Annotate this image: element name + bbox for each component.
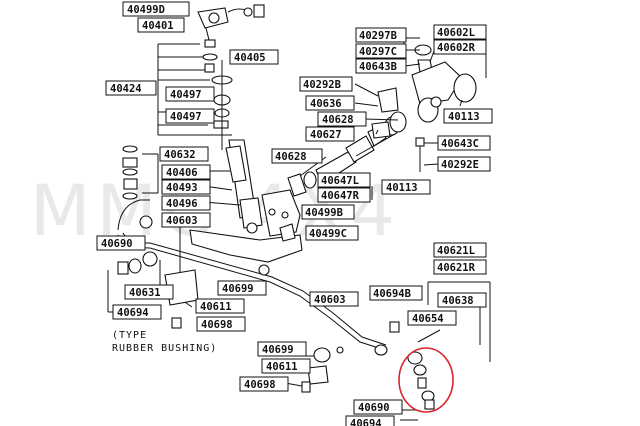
label-40611-b: 40611 — [266, 361, 298, 373]
label-40698-b: 40698 — [244, 379, 276, 391]
label-40643C: 40643C — [441, 138, 479, 150]
label-40497-a: 40497 — [170, 89, 202, 101]
note-rubber-bushing: RUBBER BUSHING) — [112, 343, 217, 354]
label-40424: 40424 — [110, 83, 142, 95]
label-40113-b: 40113 — [386, 182, 418, 194]
note-type: (TYPE — [112, 330, 147, 341]
label-40638: 40638 — [442, 295, 474, 307]
label-40401: 40401 — [142, 20, 174, 32]
label-40611-a: 40611 — [200, 301, 232, 313]
label-40603-a: 40603 — [166, 215, 198, 227]
label-40493: 40493 — [166, 182, 198, 194]
shock-absorber — [157, 4, 265, 234]
label-40699-a: 40699 — [222, 283, 254, 295]
label-40499D: 40499D — [127, 4, 165, 16]
label-40603-b: 40603 — [314, 294, 346, 306]
label-40297C: 40297C — [359, 46, 397, 58]
label-40497-b: 40497 — [170, 111, 202, 123]
label-40292B: 40292B — [303, 79, 341, 91]
lower-bushings — [284, 347, 331, 393]
label-40499C: 40499C — [309, 228, 347, 240]
frame-bracket — [189, 189, 303, 263]
label-40621R: 40621R — [437, 262, 476, 274]
label-40602L: 40602L — [437, 27, 475, 39]
label-40628-a: 40628 — [322, 114, 354, 126]
label-40636: 40636 — [310, 98, 342, 110]
label-40632: 40632 — [164, 149, 196, 161]
label-40694-a: 40694 — [117, 307, 149, 319]
label-40113-a: 40113 — [448, 111, 480, 123]
label-40690-a: 40690 — [101, 238, 133, 250]
label-40647R: 40647R — [321, 190, 360, 202]
label-40627: 40627 — [310, 129, 342, 141]
label-40699-b: 40699 — [262, 344, 294, 356]
label-40405: 40405 — [234, 52, 266, 64]
label-40690-b: 40690 — [358, 402, 390, 414]
label-40628-b: 40628 — [275, 151, 307, 163]
upper-arm — [371, 44, 477, 172]
bushing-stack — [122, 145, 138, 200]
label-40499B: 40499B — [305, 207, 343, 219]
label-40631: 40631 — [129, 287, 161, 299]
callout-labels: 40499D 40401 40405 40424 40497 40497 406… — [96, 1, 493, 426]
label-40496: 40496 — [166, 198, 198, 210]
label-40698-a: 40698 — [201, 319, 233, 331]
stabilizer-link — [398, 281, 491, 421]
label-40647L: 40647L — [321, 175, 359, 187]
label-40694B: 40694B — [373, 288, 411, 300]
label-40643B: 40643B — [359, 61, 397, 73]
label-40292E: 40292E — [441, 159, 479, 171]
label-40406: 40406 — [166, 167, 198, 179]
label-40694-b: 40694 — [350, 418, 382, 426]
highlight-circle — [398, 347, 454, 413]
label-40297B: 40297B — [359, 30, 397, 42]
label-40602R: 40602R — [437, 42, 476, 54]
label-40621L: 40621L — [437, 245, 475, 257]
label-40654: 40654 — [412, 313, 444, 325]
